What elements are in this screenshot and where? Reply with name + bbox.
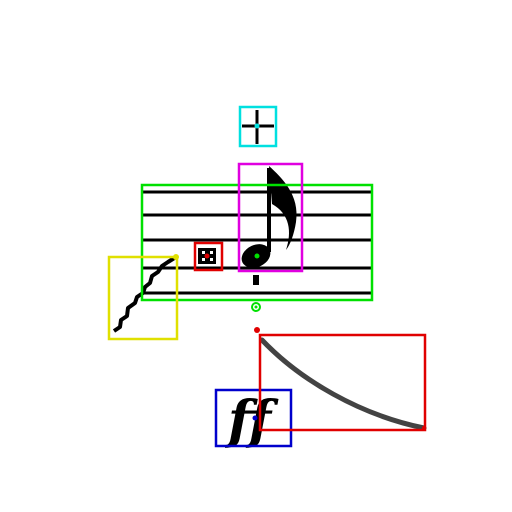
slur-anchor xyxy=(254,327,260,333)
ledger-dot xyxy=(253,275,259,285)
slur-end-anchor xyxy=(422,426,426,430)
slur-curve xyxy=(259,337,427,431)
dynamic-box xyxy=(214,388,293,448)
note-box xyxy=(237,162,304,273)
accidental-symbol xyxy=(198,248,216,264)
staff-box xyxy=(140,183,374,302)
annotation-boxes xyxy=(107,105,427,448)
sharp-anchor xyxy=(254,123,260,129)
staff-anchor xyxy=(251,302,261,312)
dynamic-anchor xyxy=(252,415,258,421)
slur-box xyxy=(258,333,427,432)
note-anchor xyxy=(254,253,260,259)
dynamic-ff: ff xyxy=(224,390,279,451)
sharp-box xyxy=(238,105,278,148)
glissando-box xyxy=(107,255,179,341)
note-flag xyxy=(269,166,297,250)
staff xyxy=(143,190,372,295)
glissando-anchor xyxy=(173,254,179,260)
eighth-note xyxy=(241,166,297,285)
anchor-markers xyxy=(173,123,426,430)
accidental-box xyxy=(193,241,224,272)
